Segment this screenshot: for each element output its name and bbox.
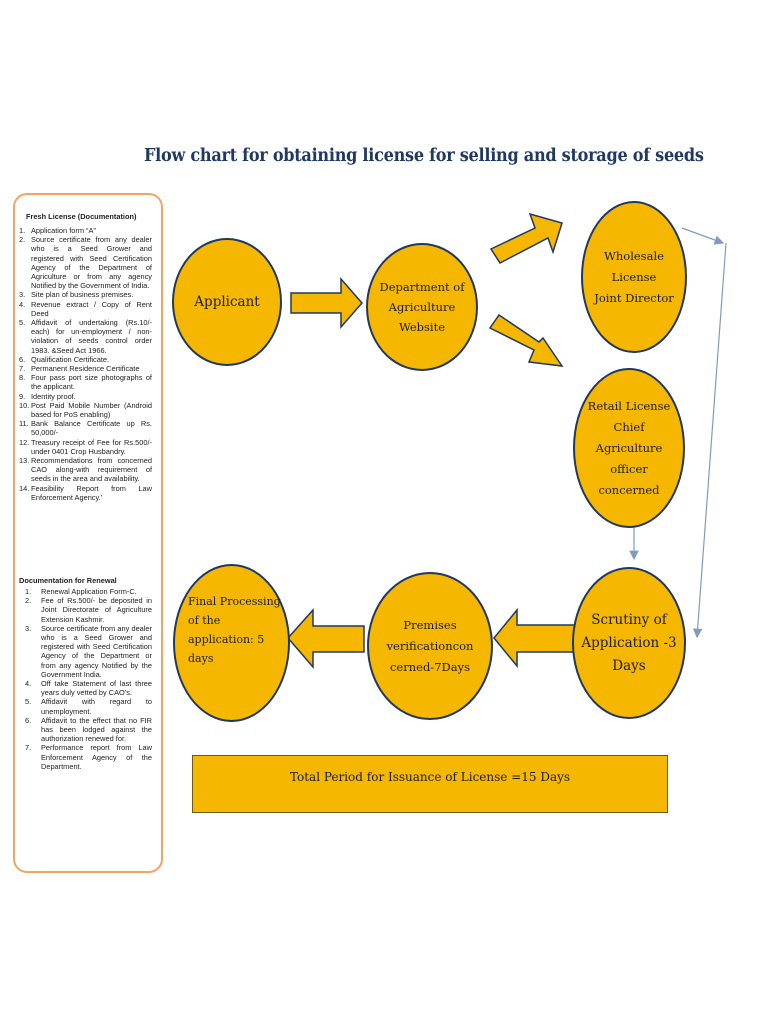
renewal-list-item: 6. Affidavit to the effect that no FIR ha… xyxy=(19,716,152,744)
item-number: 3. xyxy=(19,290,26,300)
item-number: 2. xyxy=(25,596,32,606)
item-text: Affidavit with regard to unemployment. xyxy=(41,697,152,716)
node-premises-label: Premises verificationcon cerned-7Days xyxy=(386,617,474,674)
node-retail-label: Retail License Chief Agriculture officer… xyxy=(587,398,671,497)
item-number: 5. xyxy=(19,318,26,328)
node-final-label: Final Processing of the application: 5 d… xyxy=(188,595,281,665)
item-number: 6. xyxy=(19,354,26,364)
renewal-list-item: 5. Affidavit with regard to unemployment. xyxy=(19,697,152,715)
item-number: 3. xyxy=(25,623,32,633)
fresh-list-item: 1. Application form “A” xyxy=(19,226,152,235)
connector-wholesale-to-corner xyxy=(681,227,725,245)
item-number: 7. xyxy=(19,364,26,374)
node-retail-license: Retail License Chief Agriculture officer… xyxy=(573,368,685,528)
item-number: 7. xyxy=(25,743,32,753)
arrow-department-to-wholesale xyxy=(489,212,563,264)
renewal-list-item: 7. Performance report from Law Enforcemen… xyxy=(19,743,152,771)
item-text: Affidavit of undertaking (Rs.10/-each) f… xyxy=(31,318,152,355)
item-text: Post Paid Mobile Number (Android based f… xyxy=(31,400,152,420)
item-number: 1. xyxy=(25,587,32,596)
item-number: 12. xyxy=(19,437,30,447)
item-text: Affidavit to the effect that no FIR has … xyxy=(41,715,152,744)
item-number: 10. xyxy=(19,400,30,410)
item-number: 8. xyxy=(19,373,26,383)
fresh-list-item: 5. Affidavit of undertaking (Rs.10/-each)… xyxy=(19,318,152,355)
renewal-list-item: 1. Renewal Application Form-C. xyxy=(19,587,152,596)
renewal-list: 1. Renewal Application Form-C. 2. Fee of Rs… xyxy=(19,587,152,771)
item-text: Feasibility Report from Law Enforcement … xyxy=(31,483,152,502)
item-text: Four pass port size photographs of the a… xyxy=(31,373,152,392)
item-number: 2. xyxy=(19,235,26,245)
fresh-license-heading: Fresh License (Documentation) xyxy=(26,212,137,221)
item-number: 13. xyxy=(19,456,30,466)
fresh-list-item: 4. Revenue extract / Copy of Rent Deed xyxy=(19,300,152,318)
fresh-list-item: 3. Site plan of business premises. xyxy=(19,290,152,299)
fresh-list-item: 14.Feasibility Report from Law Enforceme… xyxy=(19,484,152,502)
item-text: Recommendations from concerned CAO along… xyxy=(31,456,152,484)
item-text: Fee of Rs.500/- be deposited in Joint Di… xyxy=(41,596,152,624)
node-applicant-label: Applicant xyxy=(194,294,260,310)
fresh-list-item: 8. Four pass port size photographs of the… xyxy=(19,373,152,391)
connector-corner-to-scrutiny xyxy=(692,242,727,639)
renewal-heading: Documentation for Renewal xyxy=(19,576,117,585)
item-text: Performance report from Law Enforcement … xyxy=(41,743,152,771)
fresh-list-item: 6. Qualification Certificate. xyxy=(19,355,152,364)
item-text: Identity proof. xyxy=(31,391,76,401)
item-number: 4. xyxy=(25,679,32,689)
node-premises-verification: Premises verificationcon cerned-7Days xyxy=(367,572,493,720)
item-text: Treasury receipt of Fee for Rs.500/- und… xyxy=(31,437,152,456)
arrow-department-to-retail xyxy=(488,313,564,367)
item-number: 5. xyxy=(25,697,32,707)
item-text: Renewal Application Form-C. xyxy=(41,587,137,596)
node-wholesale-license: Wholesale License Joint Director xyxy=(581,201,687,353)
item-text: Bank Balance Certificate up Rs. 50,000/- xyxy=(31,419,152,438)
fresh-list-item: 12.Treasury receipt of Fee for Rs.500/- … xyxy=(19,438,152,456)
documentation-box xyxy=(13,193,163,873)
total-period-bar: Total Period for Issuance of License =15… xyxy=(192,755,668,813)
page-title: Flow chart for obtaining license for sel… xyxy=(144,146,704,166)
item-number: 1. xyxy=(19,226,26,235)
arrow-scrutiny-to-premises xyxy=(493,607,577,669)
node-applicant: Applicant xyxy=(172,238,282,366)
fresh-list-item: 9. Identity proof. xyxy=(19,392,152,401)
item-text: Qualification Certificate. xyxy=(31,354,110,364)
item-number: 14. xyxy=(19,483,30,493)
renewal-list-item: 4. Off take Statement of last three years… xyxy=(19,679,152,697)
item-text: Off take Statement of last three years d… xyxy=(41,679,152,698)
node-scrutiny: Scrutiny of Application -3 Days xyxy=(572,567,686,719)
fresh-license-list: 1. Application form “A” 2. Source certifica… xyxy=(19,226,152,502)
arrow-premises-to-final xyxy=(287,608,365,670)
total-period-label: Total Period for Issuance of License =15… xyxy=(289,770,571,784)
item-text: Source certificate from any dealer who i… xyxy=(41,623,152,679)
arrow-applicant-to-department xyxy=(290,277,363,329)
fresh-list-item: 2. Source certificate from any dealer who… xyxy=(19,235,152,290)
node-final-processing: Final Processing of the application: 5 d… xyxy=(173,564,290,722)
renewal-list-item: 2. Fee of Rs.500/- be deposited in Joint … xyxy=(19,596,152,624)
fresh-list-item: 10.Post Paid Mobile Number (Android base… xyxy=(19,401,152,419)
fresh-list-item: 7. Permanent Residence Certificate xyxy=(19,364,152,373)
item-number: 11. xyxy=(19,419,29,429)
item-text: Source certificate from any dealer who i… xyxy=(31,235,152,291)
item-text: Site plan of business premises. xyxy=(31,290,134,300)
fresh-list-item: 11.Bank Balance Certificate up Rs. 50,00… xyxy=(19,419,152,437)
item-number: 9. xyxy=(19,391,26,401)
node-scrutiny-label: Scrutiny of Application -3 Days xyxy=(581,611,677,674)
item-number: 4. xyxy=(19,299,26,309)
node-wholesale-label: Wholesale License Joint Director xyxy=(594,248,674,305)
node-department-label: Department of Agriculture Website xyxy=(379,280,465,334)
fresh-list-item: 13.Recommendations from concerned CAO al… xyxy=(19,456,152,484)
item-text: Application form “A” xyxy=(31,226,96,235)
item-number: 6. xyxy=(25,715,32,725)
item-text: Permanent Residence Certificate xyxy=(31,364,140,374)
item-text: Revenue extract / Copy of Rent Deed xyxy=(31,299,152,318)
node-department-website: Department of Agriculture Website xyxy=(366,243,478,371)
renewal-list-item: 3. Source certificate from any dealer who… xyxy=(19,624,152,679)
